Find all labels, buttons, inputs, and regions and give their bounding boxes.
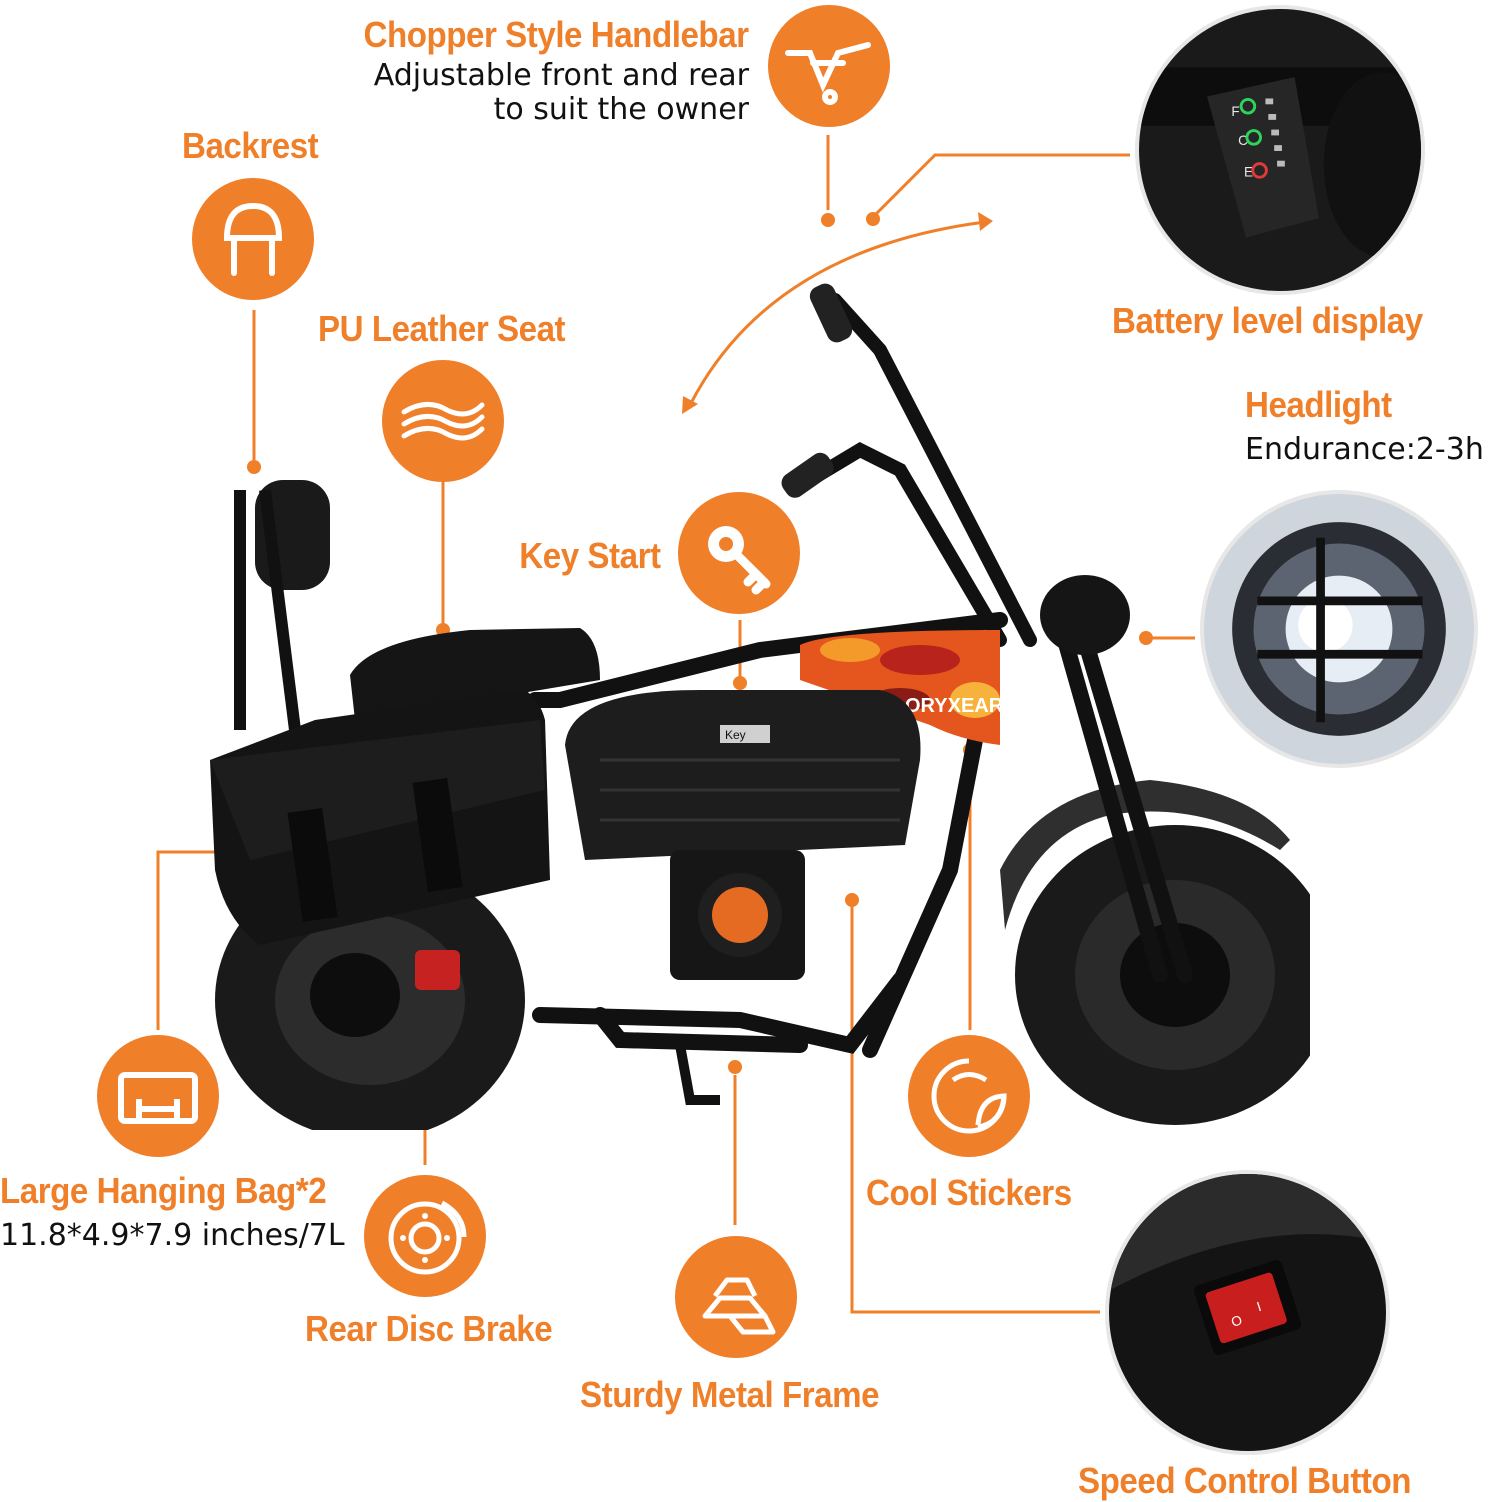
svg-text:Key: Key [725, 728, 746, 742]
rear-brake-title: Rear Disc Brake [305, 1308, 553, 1349]
bag-title: Large Hanging Bag*2 [0, 1170, 327, 1211]
handlebar-icon [768, 5, 890, 127]
mini-bike-illustration: ORYXEARTH Key [210, 283, 1310, 1130]
svg-text:E: E [1244, 164, 1253, 179]
svg-text:C: C [1238, 133, 1248, 148]
stickers-title: Cool Stickers [866, 1172, 1072, 1213]
svg-text:I: I [1255, 1299, 1263, 1314]
bag-dimensions: 11.8*4.9*7.9 inches/7L [0, 1218, 345, 1253]
sticker-icon [908, 1035, 1030, 1157]
backrest-icon [192, 178, 314, 300]
disc-brake-icon [364, 1175, 486, 1297]
frame-title: Sturdy Metal Frame [580, 1374, 880, 1415]
battery-display-photo: F C E [1135, 5, 1425, 295]
bag-icon [97, 1035, 219, 1157]
handlebar-desc-line2: to suit the owner [493, 92, 749, 127]
leather-icon [382, 360, 504, 482]
handlebar-title: Chopper Style Handlebar [363, 14, 750, 55]
handlebar-desc-line1: Adjustable front and rear [373, 58, 749, 93]
key-start-title: Key Start [519, 535, 662, 576]
headlight-photo [1200, 490, 1478, 768]
speed-control-title: Speed Control Button [1078, 1460, 1411, 1501]
key-icon [678, 492, 800, 614]
speed-button-photo: O I [1105, 1170, 1390, 1455]
brand-logo-text: ORYXEARTH [905, 695, 1030, 717]
headlight-endurance: Endurance:2-3h [1245, 432, 1484, 467]
camo-sticker: ORYXEARTH [800, 630, 1030, 745]
seat-title: PU Leather Seat [318, 308, 566, 349]
battery-display-title: Battery level display [1112, 300, 1423, 341]
svg-text:O: O [1229, 1312, 1244, 1330]
headlight-title: Headlight [1245, 384, 1392, 425]
backrest-title: Backrest [182, 125, 319, 166]
svg-text:F: F [1231, 104, 1239, 119]
metal-bars-icon [675, 1236, 797, 1358]
